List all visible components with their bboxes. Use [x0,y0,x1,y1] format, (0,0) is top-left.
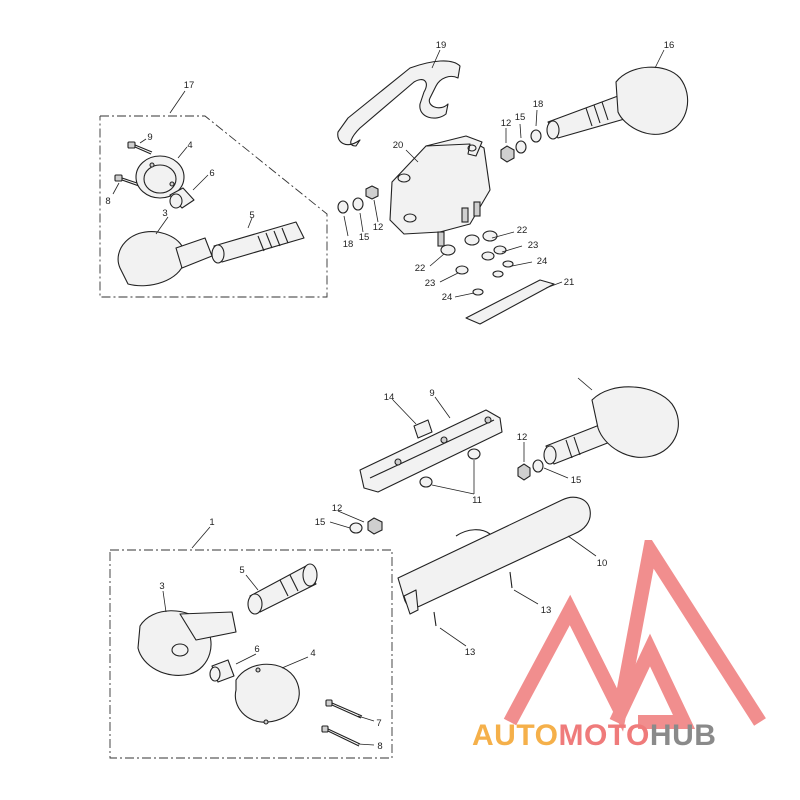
cover-group [329,496,597,647]
part-11-nut-b [419,476,433,488]
part-12-nut-mid [517,463,531,481]
mount-bar-group [359,377,679,495]
part-11-nut-a [467,448,481,460]
callout-13-right: 13 [541,605,552,616]
callout-12-low: 12 [332,503,343,514]
callout-20: 20 [393,140,404,151]
assembly-17-group [99,90,328,298]
callout-7: 7 [376,718,381,729]
callout-6-top: 6 [209,168,214,179]
callout-24-left: 24 [442,292,453,303]
part-13-screw-a [509,571,513,589]
part-4-lens-ring-top [135,155,185,199]
part-6-bulb-top [169,187,195,209]
part-21-plate [465,279,555,325]
callout-12-top-left: 12 [373,222,384,233]
callout-17: 17 [184,80,195,91]
automotohub-logo [503,540,766,732]
part-20-bracket [389,135,491,247]
callout-15-mid: 15 [571,475,582,486]
callout-4-bottom: 4 [310,648,315,659]
assembly-1-boundary [109,549,393,759]
part-23-spacers [455,245,507,275]
part-18-washer-right [530,129,542,143]
part-5-stem-top [211,221,305,264]
logo-triangle-mark [503,540,766,732]
part-12-nut-lower [367,517,383,535]
callout-14: 14 [384,392,395,403]
callout-5-top: 5 [249,210,254,221]
part-24-caps [472,260,514,296]
part-14-clip [413,419,433,439]
callout-23-right: 23 [528,240,539,251]
part-9-screw-top [127,141,153,155]
callout-24-right: 24 [537,256,548,267]
part-15-washer-left [352,197,364,211]
part-4-lens-bottom [234,663,300,725]
part-15-washer-right [515,140,527,154]
logo-word-auto: AUTO [472,719,559,752]
assembly-17-boundary [99,115,328,298]
callout-10: 10 [597,558,608,569]
part-19-strap [337,60,461,147]
part-15-washer-lower [349,522,363,534]
logo-word-hub: HUB [649,719,717,752]
callout-19: 19 [436,40,447,51]
part-5-stem-bottom [247,563,318,615]
part-15-washer-mid [532,459,544,473]
callout-5-bottom: 5 [239,565,244,576]
part-22-grommets [440,230,498,256]
callout-15-top-left: 15 [359,232,370,243]
part-18-washer-left [337,200,349,214]
part-8-screw-bottom [321,725,361,747]
callout-22-left: 22 [415,263,426,274]
part-3-housing-bottom [137,610,237,676]
callout-18-top-right: 18 [533,99,544,110]
callout-1: 1 [209,517,214,528]
callout-8-top: 8 [105,196,110,207]
callout-22-right: 22 [517,225,528,236]
callout-9-mid: 9 [429,388,434,399]
part-12-nut-right [500,145,515,163]
callout-21: 21 [564,277,575,288]
callout-12-top-right: 12 [501,118,512,129]
callout-8-bottom: 8 [377,741,382,752]
part-16-indicator [546,66,689,140]
callout-11: 11 [472,495,482,506]
callout-labels: 17 9 4 6 8 3 5 19 16 20 12 15 18 18 15 1… [105,40,674,752]
part-6-bulb-bottom [209,659,235,683]
callout-16: 16 [664,40,675,51]
logo-wordmark: AUTOMOTOHUB [472,719,716,753]
assembly-1-group [109,526,393,759]
callout-3-top: 3 [162,208,167,219]
callout-4-top: 4 [187,140,192,151]
callout-9-top: 9 [147,132,152,143]
callout-13-left: 13 [465,647,476,658]
callout-3-bottom: 3 [159,581,164,592]
callout-18-top-left: 18 [343,239,354,250]
callout-23-left: 23 [425,278,436,289]
logo-word-moto: MOTO [558,719,650,752]
part-3-housing-top [117,231,213,287]
part-10-cover [397,496,591,615]
callout-15-top-right: 15 [515,112,526,123]
callout-6-bottom: 6 [254,644,259,655]
part-7-screw-bottom [325,699,363,719]
bracket-group [337,49,689,325]
indicator-right [543,386,679,465]
part-9-mount-bar [359,409,503,493]
part-13-screw-b [433,611,437,627]
callout-12-mid: 12 [517,432,528,443]
callout-15-low: 15 [315,517,326,528]
part-12-nut-left [365,185,379,200]
